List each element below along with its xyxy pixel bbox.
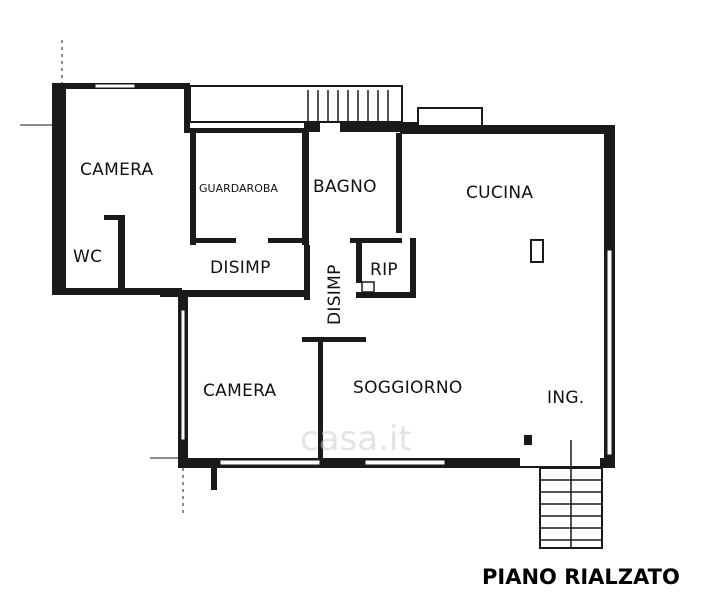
room-label-ingresso: ING. <box>547 388 585 408</box>
cooktop-icon <box>530 239 544 263</box>
plan-title: PIANO RIALZATO <box>482 565 680 589</box>
external-stubs <box>20 40 217 515</box>
stairs-top <box>307 90 389 122</box>
room-label-disimp-horizontal: DISIMP <box>210 258 271 278</box>
outer-walls <box>52 83 615 468</box>
room-label-rip: RIP <box>370 260 398 280</box>
room-label-disimp-vertical: DISIMP <box>325 264 345 325</box>
room-label-camera-bottom: CAMERA <box>203 381 277 401</box>
room-label-soggiorno: SOGGIORNO <box>353 378 463 398</box>
watermark-text: casa.it <box>300 419 412 459</box>
room-label-guardaroba: GUARDAROBA <box>199 182 278 195</box>
room-label-cucina: CUCINA <box>466 183 533 203</box>
room-label-bagno: BAGNO <box>313 177 377 197</box>
room-label-wc: WC <box>73 247 102 267</box>
room-label-camera-top: CAMERA <box>80 160 154 180</box>
entry-stairs <box>539 440 603 549</box>
interior-walls <box>104 128 532 460</box>
boiler-icon <box>361 281 375 293</box>
